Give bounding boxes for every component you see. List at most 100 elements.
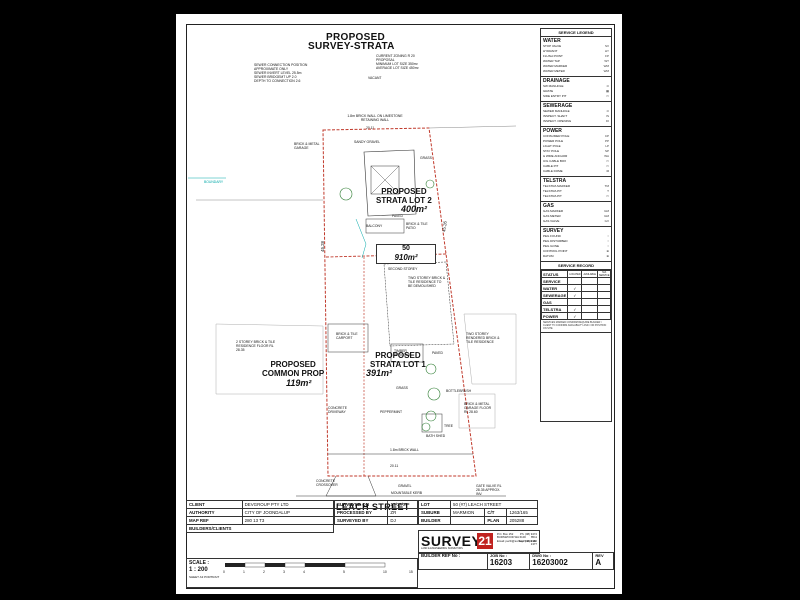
legend-item-label: U/G CABLE BOX [543,159,567,163]
service-name: SEWERAGE [540,291,569,299]
legend-item: CONTROL POINT ⊕ [543,249,609,254]
legend-item-label: TELSTRA PIT [543,194,562,198]
right-neighbour-residence [463,313,517,385]
legend-symbol-icon: GM [604,209,609,213]
service-mark [581,284,599,292]
legend-item-label: TELSTRA PIT [543,189,562,193]
legend-symbol-icon: IO [605,119,609,123]
sheet-size: SHEET A3 PORTRAIT [189,575,220,579]
service-record-note: SERVICES MARKED CONFIRM REQUIRE BUILDER … [543,321,607,330]
scale-tick-label: 10 [383,570,387,574]
service-name: WATER [540,284,569,292]
scale-tick-label: 0 [223,570,225,574]
ann-peppermint: PEPPERMINT [380,410,403,414]
legend-symbol-icon: PP [604,139,609,143]
common-prop-area: 119m² [286,378,312,388]
service-mark: ✓ [567,291,583,299]
lot2-house [363,149,417,217]
surveyed-on-value: 13/07/07 [387,500,418,509]
sewer-info: SEWER CONNECTION POSITION APPROXIMATE ON… [254,63,308,83]
pergola [390,343,424,363]
map-ref-value: 280 13 T3 [241,516,335,525]
service-mark [596,312,612,320]
legend-item: POWER POLE PP [543,139,609,144]
legend-section-title: POWER [543,128,562,134]
legend-symbol-icon: ⊙ [606,84,609,88]
service-mark: ✓ [567,305,583,313]
ann-garage: BRICK & METAL GARAGE [294,142,320,150]
legend-item-label: PEG FOUND [543,234,561,238]
legend-item: SIDE ENTRY PIT▭ [543,94,609,99]
legend-symbol-icon: ▭ [606,159,609,163]
legend-symbol-icon: ▦ [606,89,609,93]
bottom-boundary-dim: 20.11 [390,464,399,468]
surveyed-by-value: DJ [387,516,418,525]
neighbour-boundary-top [428,125,517,129]
service-mark [581,277,599,285]
lot2-title: PROPOSED STRATA LOT 2 [376,187,432,205]
legend-section-title: SURVEY [543,228,564,234]
legend-item-label: CABLE DOME [543,169,563,173]
legend-item-label: & WIRE ANCHOR [543,154,568,158]
lot-total-area: 910m² [394,253,418,262]
service-record-row: WATER✓ [540,284,612,292]
right-garage [458,393,496,429]
ann-right-residence: TWO STOREY RENDERED BRICK & TILE RESIDEN… [466,332,500,344]
service-name: GAS [540,298,569,306]
legend-item-label: HYDRANT [543,49,558,53]
legend-item: GRATE▦ [543,89,609,94]
ann-tree: TREE [444,424,454,428]
carport [327,323,369,353]
legend-symbol-icon: ▭ [606,94,609,98]
ann-paved: PAVED [392,214,403,218]
legend-symbol-icon: HY [604,49,609,53]
service-mark [581,291,599,299]
service-name: TELSTRA [540,305,569,313]
suburb-label: SUBURB [417,508,452,517]
drawing-frame [186,24,615,589]
legend-item-label: SW MANHOLE [543,84,564,88]
legend-symbol-icon: ⊙ [606,109,609,113]
service-mark [567,298,583,306]
ann-pergola: TIMBER PERGOLA [394,349,411,357]
legend-item: PEG FOUND○ [543,234,609,239]
ann-kerb: MOUNTABLE KERB [391,491,423,495]
scale-tick-label: 3 [283,570,285,574]
legend-item-label: POWER POLE [543,139,564,143]
service-record-row: TELSTRA✓ [540,305,612,313]
legend-item-label: CONTROL POINT [543,249,568,253]
legend-item-label: CONSUMER POLE [543,134,570,138]
tree-4 [427,387,441,401]
dwg-cell: DWG No :16203002 [529,552,594,570]
lot-label: LOT [417,500,452,509]
service-record-row: SERVICE [540,277,612,285]
legend-item-label: WATER METER [543,69,565,73]
legend-item-label: INSPECT. SHAFT [543,114,568,118]
legend-item: HYDRANT HY [543,49,609,54]
ann-boundary-left: BOUNDARY [204,180,224,184]
top-boundary-dim: 20.11 [366,126,375,130]
rev-value: A [595,558,602,567]
service-mark [596,284,612,292]
col-na: N/A SERVICE [596,270,612,278]
balcony [365,218,405,234]
legend-item-label: GAS MARKER [543,209,564,213]
lot1-title: PROPOSED STRATA LOT 1 [370,351,426,369]
tree-3 [425,363,437,375]
legend-symbol-icon: ⊕ [606,249,609,253]
disclaimer-note [188,530,416,533]
legend-section-title: TELSTRA [543,178,567,184]
lot2-stair [370,165,400,195]
suburb-value: MARMION [450,508,486,517]
legend-item-label: PEG GONE [543,244,560,248]
service-record-row: SEWERAGE✓ [540,291,612,299]
ann-brick-wall: 1.8m BRICK WALL [390,448,419,452]
